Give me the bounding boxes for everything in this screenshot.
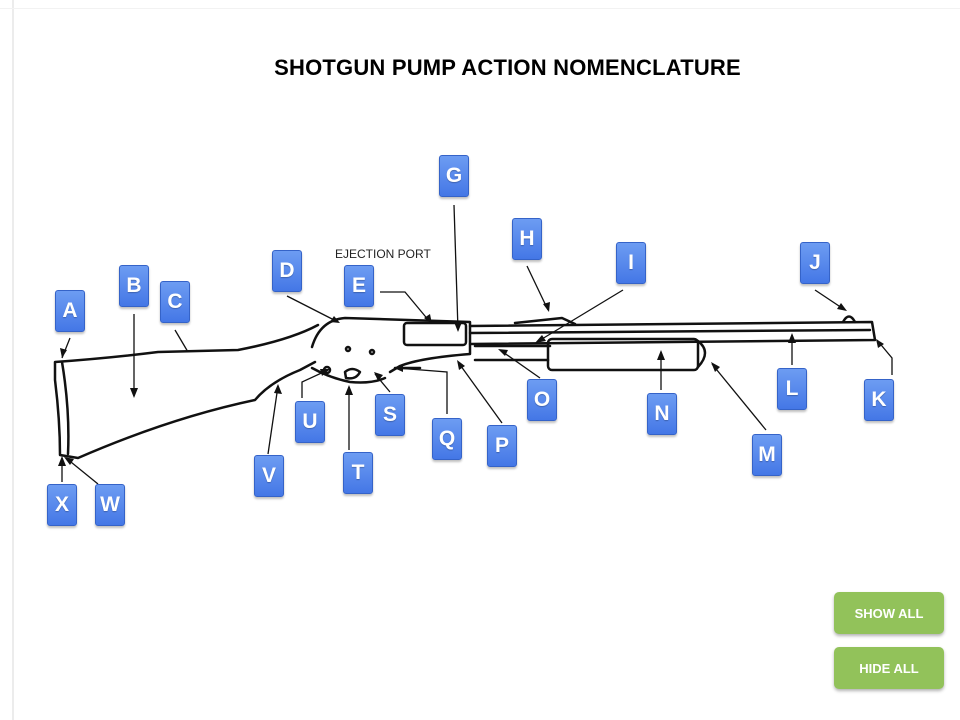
barrel-outline — [468, 320, 877, 346]
ejection-port-outline — [402, 321, 468, 347]
leader-O — [499, 349, 541, 379]
callout-N[interactable]: N — [647, 393, 677, 435]
hide-all-button[interactable]: HIDE ALL — [834, 647, 944, 689]
arrow-A — [60, 348, 67, 358]
arrow-N — [657, 350, 665, 360]
callout-W[interactable]: W — [95, 484, 125, 526]
front-sight — [841, 315, 857, 324]
arrow-E — [424, 314, 432, 324]
magazine-tube — [473, 344, 552, 362]
forend — [546, 337, 700, 372]
callout-U[interactable]: U — [295, 401, 325, 443]
arrow-B — [130, 388, 138, 398]
callout-A[interactable]: A — [55, 290, 85, 332]
leader-M — [711, 363, 767, 431]
arrow-O — [498, 349, 508, 356]
show-all-button[interactable]: SHOW ALL — [834, 592, 944, 634]
pin-1 — [344, 345, 352, 353]
arrow-M — [711, 362, 720, 372]
callout-D[interactable]: D — [272, 250, 302, 292]
callout-H[interactable]: H — [512, 218, 542, 260]
rear-rib — [513, 316, 577, 326]
arrow-P — [457, 360, 465, 370]
callout-Q[interactable]: Q — [432, 418, 462, 460]
callout-X[interactable]: X — [47, 484, 77, 526]
callout-B[interactable]: B — [119, 265, 149, 307]
forend-cap — [696, 339, 707, 369]
leader-C — [174, 329, 189, 353]
arrow-U — [320, 369, 330, 376]
callout-T[interactable]: T — [343, 452, 373, 494]
arrow-L — [788, 333, 796, 343]
leader-V — [267, 385, 279, 455]
callout-O[interactable]: O — [527, 379, 557, 421]
pin-2 — [368, 348, 376, 356]
leader-G — [453, 204, 459, 331]
callout-L[interactable]: L — [777, 368, 807, 410]
callout-S[interactable]: S — [375, 394, 405, 436]
callout-J[interactable]: J — [800, 242, 830, 284]
arrow-S — [374, 372, 383, 381]
trigger — [343, 367, 362, 380]
leader-H — [526, 265, 549, 311]
leader-D — [286, 295, 339, 323]
arrow-H — [543, 302, 550, 312]
arrow-X — [58, 456, 66, 466]
scan-edge — [12, 0, 14, 720]
arrow-T — [345, 385, 353, 395]
shotgun-drawing — [53, 315, 877, 460]
leader-E — [380, 291, 431, 323]
leader-K — [876, 339, 893, 375]
leader-arrowheads — [58, 302, 884, 466]
arrow-V — [274, 384, 282, 394]
leader-lines — [61, 204, 893, 485]
ejection-port-label: EJECTION PORT — [335, 247, 431, 261]
leader-P — [457, 361, 503, 424]
arrow-G — [454, 322, 462, 332]
arrow-I — [535, 335, 546, 343]
callout-E[interactable]: E — [344, 265, 374, 307]
barrel-rib — [468, 328, 872, 335]
leader-I — [536, 289, 624, 343]
callout-M[interactable]: M — [752, 434, 782, 476]
arrow-Q — [394, 364, 403, 372]
arrow-K — [876, 339, 884, 348]
page-title: SHOTGUN PUMP ACTION NOMENCLATURE — [274, 55, 741, 80]
receiver — [310, 316, 472, 374]
butt-plate — [60, 360, 70, 456]
callout-G[interactable]: G — [439, 155, 469, 197]
callout-C[interactable]: C — [160, 281, 190, 323]
stock — [53, 323, 320, 460]
callout-P[interactable]: P — [487, 425, 517, 467]
callout-K[interactable]: K — [864, 379, 894, 421]
arrow-D — [330, 316, 340, 323]
arrow-J — [837, 303, 847, 311]
callout-V[interactable]: V — [254, 455, 284, 497]
leader-U — [301, 369, 329, 398]
arrow-W — [64, 457, 74, 465]
leader-Q — [395, 367, 448, 414]
callout-I[interactable]: I — [616, 242, 646, 284]
scan-edge-top — [0, 8, 960, 9]
